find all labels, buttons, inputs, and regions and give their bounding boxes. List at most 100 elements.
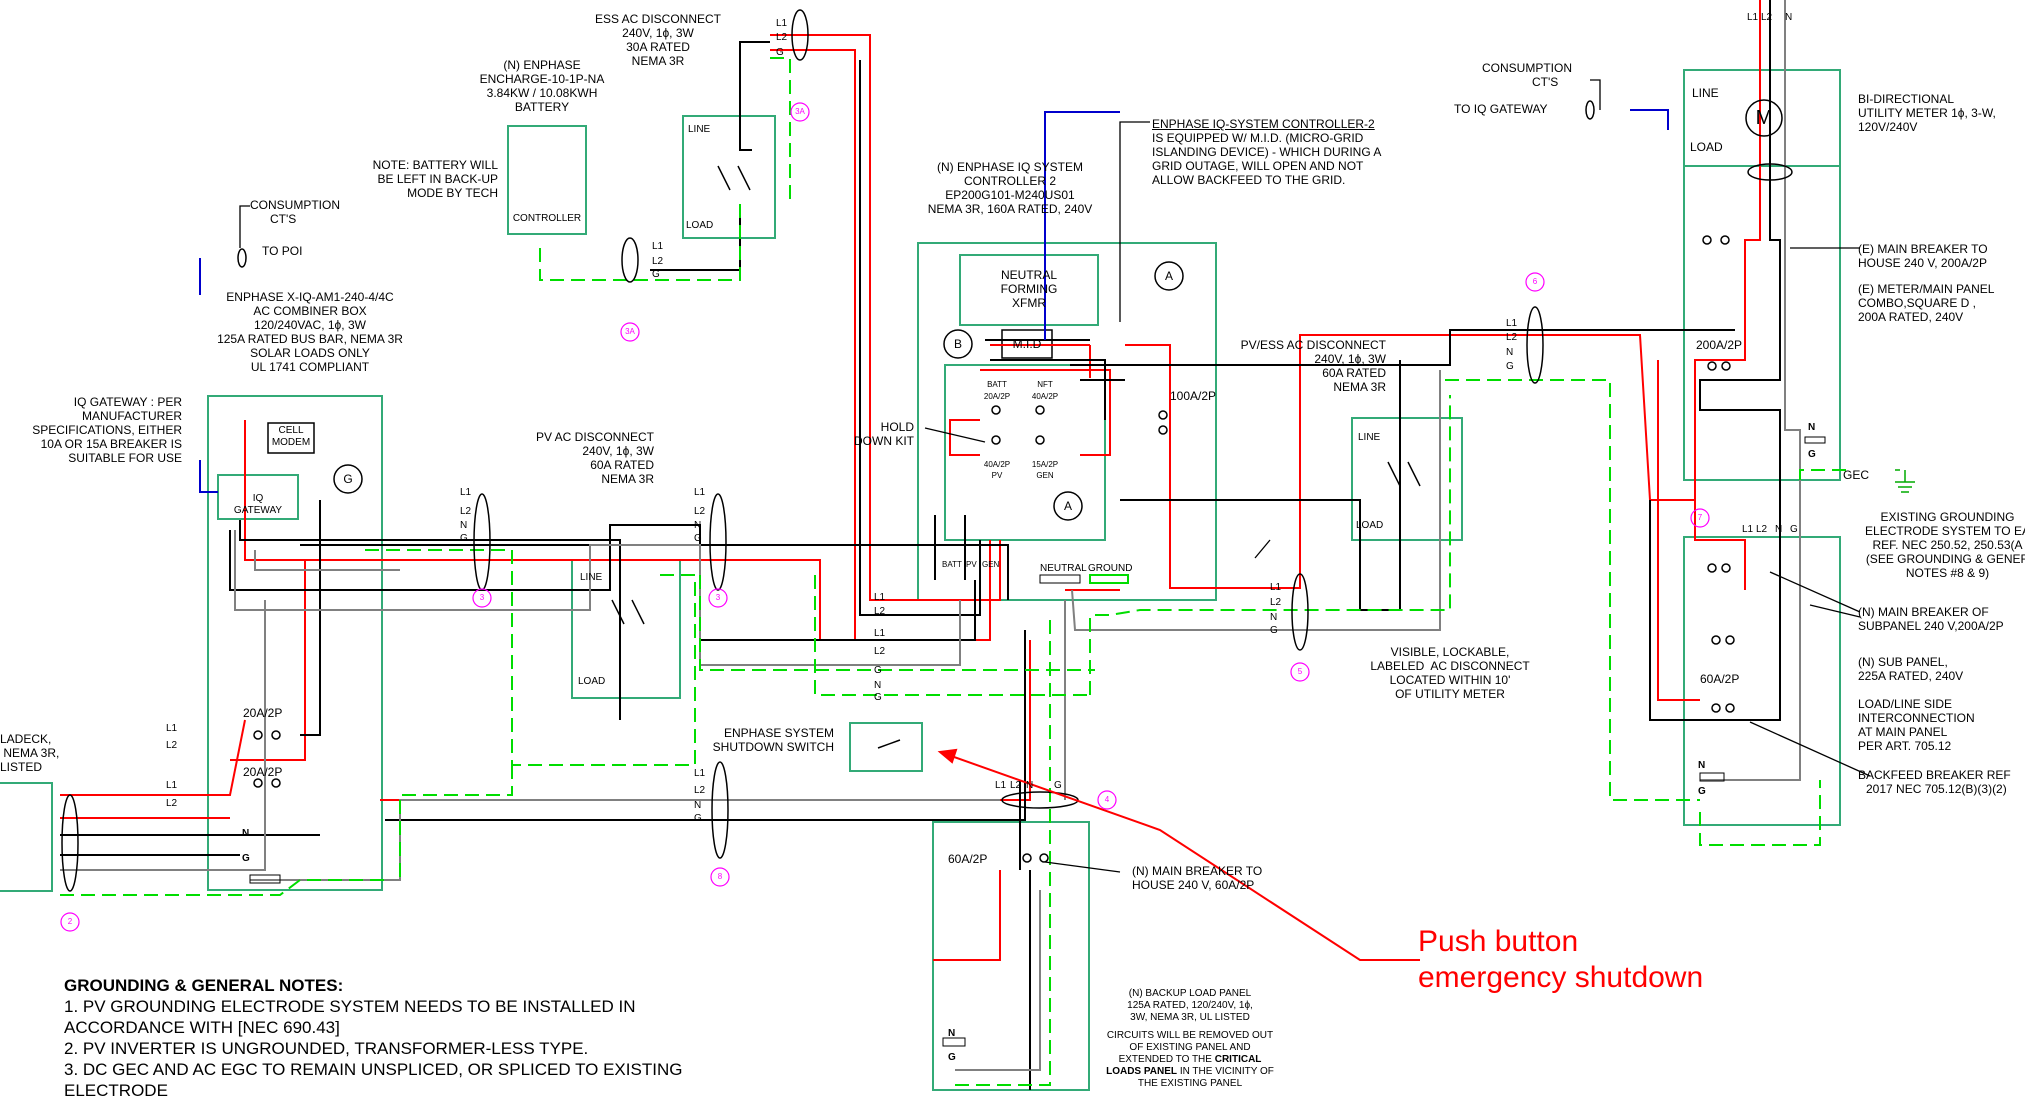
note-5: ELECTRODE bbox=[64, 1081, 168, 1100]
ess-line-box-label: LINE bbox=[688, 124, 711, 135]
sc-2: CONTROLLER 2 bbox=[963, 174, 1057, 188]
consumption-left-1: CONSUMPTION bbox=[250, 198, 340, 212]
pv-line-box-label: LINE bbox=[580, 572, 603, 583]
battery-line-1: (N) ENPHASE bbox=[503, 58, 581, 72]
xfmr-2: FORMING bbox=[1000, 282, 1058, 296]
sc-3: EP200G101-M240US01 bbox=[945, 188, 1075, 202]
wire-label-ess-l1: L1 bbox=[776, 18, 788, 29]
gateway-box bbox=[217, 474, 299, 520]
gec-label: GEC bbox=[1843, 468, 1870, 482]
pv-load-box-label: LOAD bbox=[578, 676, 606, 687]
wire-label-sc-l2: L2 bbox=[874, 606, 886, 617]
ess-line-3: 30A RATED bbox=[626, 40, 690, 54]
bc-4: CRITICAL bbox=[1214, 1054, 1262, 1065]
gw-note-5: SUITABLE FOR USE bbox=[68, 451, 182, 465]
ge-5: NOTES #8 & 9) bbox=[1905, 566, 1990, 580]
sc-terminal-gen: GEN bbox=[982, 560, 1000, 569]
mmp-1: (E) METER/MAIN PANEL bbox=[1858, 282, 1995, 296]
circle-tag-4: 4 bbox=[1104, 795, 1110, 804]
sc-nft-rating: 40A/2P bbox=[1031, 392, 1059, 401]
tag-b: B bbox=[953, 337, 962, 351]
wire-label-7-l1: L1 bbox=[1742, 524, 1754, 535]
meter-line-label-l2: L2 bbox=[1761, 12, 1773, 23]
pv-disc-4: NEMA 3R bbox=[601, 472, 654, 486]
wire-label-ess-l2: L2 bbox=[776, 32, 788, 43]
xfmr-3: XFMR bbox=[1012, 296, 1046, 310]
wire-label-8-l1: L1 bbox=[694, 768, 706, 779]
wire-label-batt-l1: L1 bbox=[652, 241, 664, 252]
wire-label-8-l2: L2 bbox=[694, 785, 706, 796]
circle-tag-5: 5 bbox=[1297, 667, 1303, 676]
bc-1: CIRCUITS WILL BE REMOVED OUT bbox=[1106, 1030, 1274, 1041]
wire-label-sc-l1: L1 bbox=[874, 592, 886, 603]
wire-label-comb3-l1: L1 bbox=[166, 780, 178, 791]
ge-2: ELECTRODE SYSTEM TO EA bbox=[1865, 524, 2025, 538]
gw-note-2: MANUFACTURER bbox=[81, 409, 182, 423]
visible-4: OF UTILITY METER bbox=[1395, 687, 1505, 701]
breaker-panel-box bbox=[944, 364, 1106, 541]
sc-1: (N) ENPHASE IQ SYSTEM bbox=[936, 160, 1084, 174]
wire-label-comb-bus-n: N bbox=[242, 828, 250, 839]
bc-2: OF EXISTING PANEL AND bbox=[1129, 1042, 1251, 1053]
combiner-breaker-2: 20A/2P bbox=[243, 765, 283, 779]
gw-note-3: SPECIFICATIONS, EITHER bbox=[32, 423, 182, 437]
wire-label-sc-g: G bbox=[874, 665, 882, 676]
bc-7: THE EXISTING PANEL bbox=[1137, 1078, 1243, 1089]
bc-6: IN THE VICINITY OF bbox=[1179, 1066, 1274, 1077]
circle-tag-3-left: 3 bbox=[479, 593, 485, 602]
note-4: 3. DC GEC AND AC EGC TO REMAIN UNSPLICED… bbox=[64, 1060, 683, 1079]
ge-4: (SEE GROUNDING & GENER bbox=[1865, 552, 2025, 566]
pv-disc-1: PV AC DISCONNECT bbox=[535, 430, 654, 444]
ic-3: AT MAIN PANEL bbox=[1858, 725, 1948, 739]
wire-label-comb3-l2: L2 bbox=[166, 798, 178, 809]
pv-disc-2: 240V, 1ϕ, 3W bbox=[582, 444, 654, 458]
wire-label-8-n: N bbox=[694, 800, 702, 811]
gateway-2: GATEWAY bbox=[233, 505, 283, 516]
wire-label-sc2-g: G bbox=[874, 692, 882, 703]
visible-3: LOCATED WITHIN 10' bbox=[1389, 673, 1511, 687]
breaker-60a-sub-label: 60A/2P bbox=[1700, 672, 1740, 686]
loadeck-box bbox=[0, 782, 53, 892]
gw-note-1: IQ GATEWAY : PER bbox=[73, 395, 182, 409]
mid-note-4: GRID OUTAGE, WILL OPEN AND NOT bbox=[1152, 159, 1364, 173]
wire-label-4-n: N bbox=[1026, 780, 1034, 791]
sc-terminal-pv: PV bbox=[966, 560, 977, 569]
consumption-left-2: CT'S bbox=[270, 212, 297, 226]
ge-1: EXISTING GROUNDING bbox=[1880, 510, 2015, 524]
bf-1: BACKFEED BREAKER REF bbox=[1858, 768, 2011, 782]
modem-2: MODEM bbox=[271, 437, 311, 448]
meter-2: UTILITY METER 1ϕ, 3-W, bbox=[1858, 106, 1996, 120]
wire-label-pv-l2: L2 bbox=[694, 506, 706, 517]
pv-ess-disconnect-box bbox=[1351, 417, 1463, 541]
spm-2: SUBPANEL 240 V,200A/2P bbox=[1858, 619, 2004, 633]
ic-1: LOAD/LINE SIDE bbox=[1858, 697, 1953, 711]
wire-label-meter-n: N bbox=[1808, 422, 1816, 433]
wire-label-5-l2: L2 bbox=[1270, 597, 1282, 608]
mid-label: M.I.D bbox=[1012, 337, 1042, 351]
wire-label-sub-n: N bbox=[1698, 760, 1706, 771]
note-3: 2. PV INVERTER IS UNGROUNDED, TRANSFORME… bbox=[64, 1039, 589, 1058]
grounding-notes-title: GROUNDING & GENERAL NOTES: bbox=[64, 976, 344, 995]
mbh-1: (E) MAIN BREAKER TO bbox=[1858, 242, 1988, 256]
combiner-3: 120/240VAC, 1ϕ, 3W bbox=[254, 318, 366, 332]
wire-label-pv-g: G bbox=[694, 533, 702, 544]
ge-3: REF. NEC 250.52, 250.53(A bbox=[1872, 538, 2023, 552]
circle-tag-8: 8 bbox=[717, 872, 723, 881]
wire-label-6-g: G bbox=[1506, 361, 1514, 372]
sc-nft-label: NFT bbox=[1037, 380, 1053, 389]
pvess-load-box-label: LOAD bbox=[1356, 520, 1384, 531]
mmp-3: 200A RATED, 240V bbox=[1858, 310, 1964, 324]
tag-a-bottom: A bbox=[1063, 499, 1072, 513]
wire-label-7-l2: L2 bbox=[1756, 524, 1768, 535]
hold-1: HOLD bbox=[880, 420, 914, 434]
system-controller-box bbox=[917, 242, 1217, 601]
